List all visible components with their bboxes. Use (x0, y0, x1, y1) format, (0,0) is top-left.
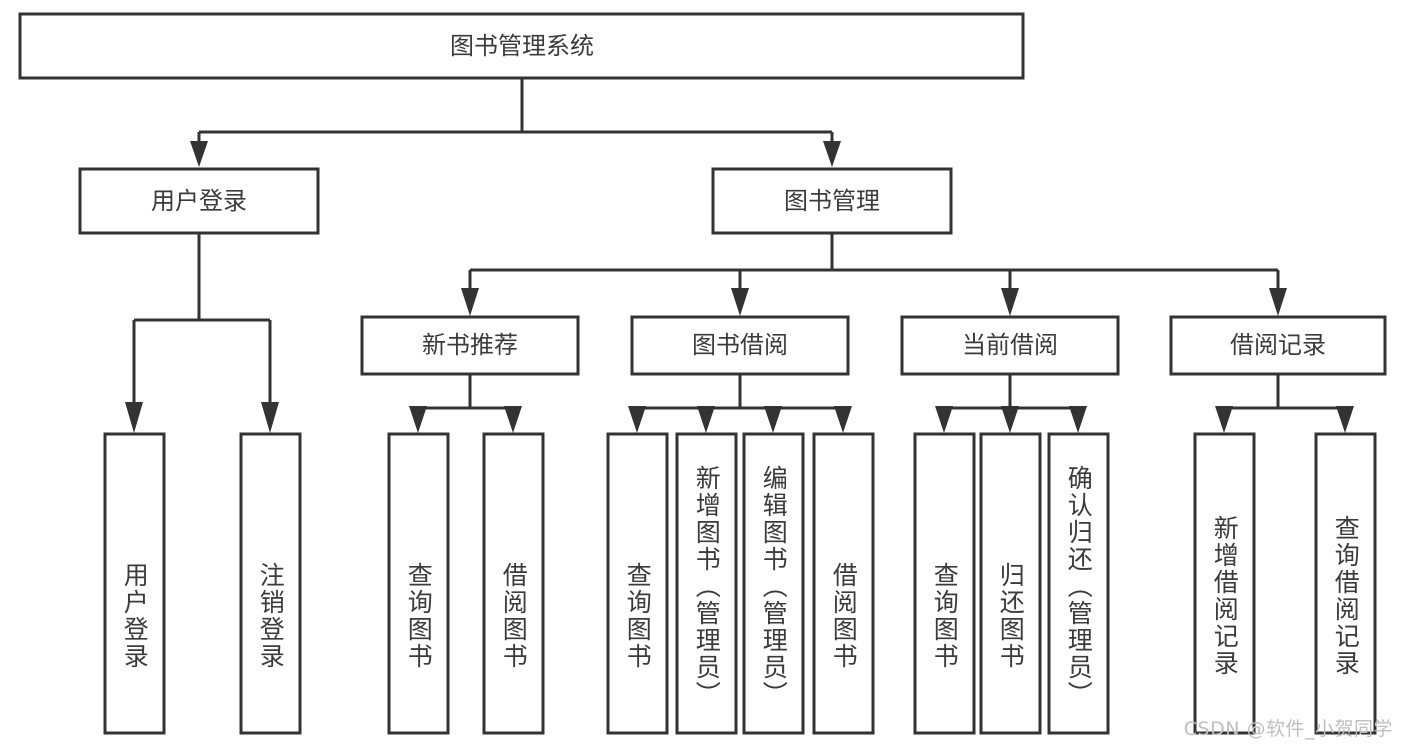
arrow-head-leaf-edit-book (764, 406, 782, 433)
arrow-head-leaf-borrow-book-2 (834, 406, 852, 433)
node-book-management-label: 图书管理 (784, 187, 880, 215)
arrow-head-leaf-query-book-3 (935, 406, 953, 433)
node-new-book-recommend-label: 新书推荐 (422, 331, 518, 359)
node-current-borrow-label: 当前借阅 (962, 331, 1058, 359)
node-book-borrow-label: 图书借阅 (692, 331, 788, 359)
leaf-query-book-3-box[interactable] (913, 432, 976, 735)
node-root-box[interactable] (18, 12, 1025, 80)
arrow-head-leaf-borrow-book-1 (504, 406, 522, 433)
leaf-user-logout-box[interactable] (239, 432, 302, 735)
leaf-user-login-box[interactable] (103, 432, 166, 735)
arrow-head-current-borrow (1001, 288, 1019, 316)
arrow-head-leaf-user-login (125, 402, 143, 433)
leaf-query-record-box[interactable] (1314, 432, 1377, 735)
node-borrow-record-box[interactable] (1169, 315, 1387, 376)
arrow-head-leaf-query-book-2 (628, 406, 646, 433)
csdn-watermark: CSDN @软件_小贺同学 (1183, 718, 1393, 740)
leaf-add-book-box[interactable] (675, 432, 738, 735)
arrow-head-borrow-record (1269, 288, 1287, 316)
arrow-head-leaf-query-book-1 (409, 406, 427, 433)
node-book-borrow[interactable]: 图书借阅 (630, 315, 850, 376)
leaf-borrow-book-2-box[interactable] (812, 432, 875, 735)
leaf-confirm-return-box[interactable] (1047, 432, 1110, 735)
node-book-management[interactable]: 图书管理 (711, 167, 953, 235)
node-new-book-recommend[interactable]: 新书推荐 (360, 315, 580, 376)
leaf-add-record-box[interactable] (1193, 432, 1256, 735)
arrow-head-leaf-add-record (1215, 406, 1233, 433)
node-user-login-label: 用户登录 (151, 187, 247, 215)
node-book-borrow-box[interactable] (630, 315, 850, 376)
node-book-management-box[interactable] (711, 167, 953, 235)
arrow-head-book-management (823, 141, 841, 167)
arrow-head-leaf-add-book (697, 406, 715, 433)
arrow-head-leaf-query-record (1336, 406, 1354, 433)
leaf-edit-book-box[interactable] (742, 432, 805, 735)
node-borrow-record-label: 借阅记录 (1230, 331, 1326, 359)
node-new-book-recommend-box[interactable] (360, 315, 580, 376)
leaf-query-book-1-box[interactable] (387, 432, 450, 735)
arrow-head-leaf-user-logout (261, 402, 279, 433)
leaf-query-book-2-box[interactable] (606, 432, 669, 735)
node-user-login-box[interactable] (78, 167, 320, 235)
arrow-head-new-book-recommend (461, 288, 479, 316)
arrow-head-book-borrow (731, 288, 749, 316)
node-current-borrow-box[interactable] (900, 315, 1120, 376)
node-user-login[interactable]: 用户登录 (78, 167, 320, 235)
node-root-label: 图书管理系统 (450, 32, 594, 60)
leaf-borrow-book-1-box[interactable] (482, 432, 545, 735)
node-borrow-record[interactable]: 借阅记录 (1169, 315, 1387, 376)
edges-group (125, 78, 1354, 433)
leaf-return-book-box[interactable] (979, 432, 1042, 735)
arrow-head-leaf-confirm-return (1069, 406, 1087, 433)
arrow-head-user-login (190, 141, 208, 167)
node-root[interactable]: 图书管理系统 (18, 12, 1025, 80)
node-current-borrow[interactable]: 当前借阅 (900, 315, 1120, 376)
arrow-head-leaf-return-book (1001, 406, 1019, 433)
leaf-boxes-group (103, 432, 1377, 735)
